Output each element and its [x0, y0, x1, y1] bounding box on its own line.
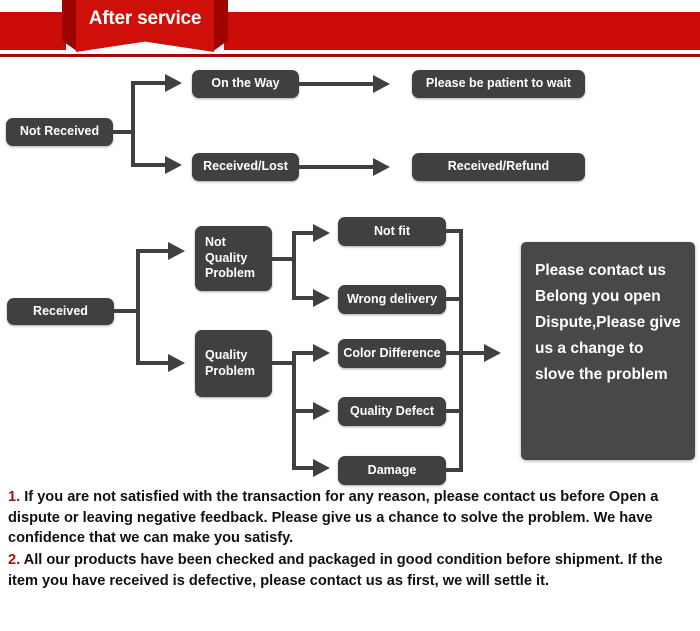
connector-received-stem — [113, 309, 140, 313]
arrow-to-received-refund-icon — [373, 158, 390, 176]
node-received-lost[interactable]: Received/Lost — [192, 153, 299, 181]
node-color-difference[interactable]: Color Difference — [338, 339, 446, 368]
connector-lost-to-refund — [299, 165, 374, 169]
arrow-to-wrong-delivery-icon — [313, 289, 330, 307]
node-on-the-way[interactable]: On the Way — [192, 70, 299, 98]
node-damage[interactable]: Damage — [338, 456, 446, 485]
connector-nq-to-notfit — [292, 231, 316, 235]
node-not-fit[interactable]: Not fit — [338, 217, 446, 246]
connector-merge-color — [446, 351, 463, 355]
header-divider — [0, 54, 700, 57]
label-line-1: Quality — [205, 347, 248, 362]
arrow-to-quality-icon — [168, 354, 185, 372]
header-band-left — [0, 12, 66, 50]
node-wrong-delivery[interactable]: Wrong delivery — [338, 285, 446, 314]
connector-q-to-damage — [292, 466, 316, 470]
policy-notes: 1. If you are not satisfied with the tra… — [8, 487, 694, 593]
arrow-to-on-the-way-icon — [165, 74, 182, 92]
connector-q-stem — [272, 361, 296, 365]
arrow-to-color-difference-icon — [313, 344, 330, 362]
connector-nq-to-wrongdelivery — [292, 296, 316, 300]
node-received-refund[interactable]: Received/Refund — [412, 153, 585, 181]
arrow-to-quality-defect-icon — [313, 402, 330, 420]
connector-branch-upper — [131, 81, 166, 85]
label-line-3: Problem — [205, 266, 256, 281]
arrow-to-not-quality-icon — [168, 242, 185, 260]
label-line-2: Problem — [205, 363, 256, 378]
header-band-right — [224, 12, 700, 50]
arrow-to-patient-wait-icon — [373, 75, 390, 93]
connector-to-not-quality — [136, 249, 170, 253]
label-line-2: Quality — [205, 250, 248, 265]
connector-merge-defect — [446, 409, 463, 413]
connector-root-stem — [113, 130, 135, 134]
connector-nq-stem — [272, 257, 296, 261]
note-item-2: 2. All our products have been checked an… — [8, 550, 694, 591]
note-2-text: All our products have been checked and p… — [8, 552, 663, 589]
node-contact-us-panel[interactable]: Please contact us Belong you open Disput… — [521, 242, 695, 460]
node-not-quality-problem[interactable]: Not Quality Problem — [195, 226, 272, 291]
connector-split-bar — [131, 81, 135, 167]
note-2-number: 2. — [8, 552, 21, 569]
connector-branch-lower — [131, 163, 166, 167]
node-please-be-patient[interactable]: Please be patient to wait — [412, 70, 585, 98]
connector-q-to-defect — [292, 409, 316, 413]
node-not-quality-problem-label: Not Quality Problem — [205, 235, 255, 282]
page-title: After service — [88, 8, 202, 29]
connector-merge-to-contact — [459, 351, 487, 355]
note-item-1: 1. If you are not satisfied with the tra… — [8, 487, 694, 549]
node-quality-problem-label: Quality Problem — [205, 348, 255, 379]
node-not-received[interactable]: Not Received — [6, 118, 113, 146]
ribbon-fold-left-icon — [62, 0, 78, 52]
connector-nq-split-bar — [292, 231, 296, 300]
note-1-text: If you are not satisfied with the transa… — [8, 489, 659, 547]
ribbon-fold-right-icon — [212, 0, 228, 52]
arrow-to-not-fit-icon — [313, 224, 330, 242]
arrow-to-received-lost-icon — [165, 156, 182, 174]
page-header: After service — [0, 0, 700, 60]
label-line-1: Not — [205, 235, 226, 250]
node-quality-defect[interactable]: Quality Defect — [338, 397, 446, 426]
node-quality-problem[interactable]: Quality Problem — [195, 330, 272, 397]
note-1-number: 1. — [8, 489, 21, 505]
arrow-to-contact-panel-icon — [484, 344, 501, 362]
node-received[interactable]: Received — [7, 298, 114, 325]
ribbon-banner: After service — [76, 0, 214, 52]
connector-q-to-color — [292, 351, 316, 355]
connector-merge-notfit — [446, 229, 463, 233]
connector-received-split-bar — [136, 249, 140, 365]
connector-to-quality — [136, 361, 170, 365]
connector-merge-bus — [459, 229, 463, 472]
connector-merge-damage — [446, 468, 463, 472]
arrow-to-damage-icon — [313, 459, 330, 477]
connector-on-the-way-to-wait — [299, 82, 374, 86]
connector-merge-wrongdelivery — [446, 297, 463, 301]
